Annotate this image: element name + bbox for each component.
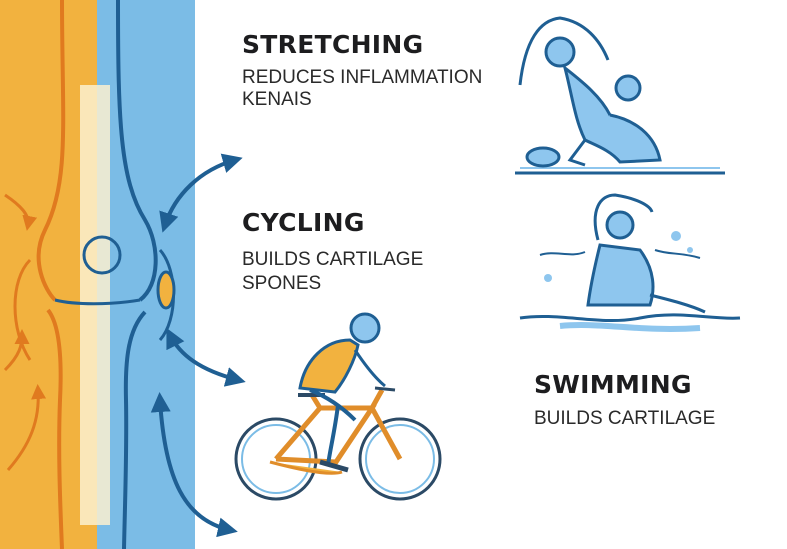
activity-line-stretching-2: KENAIS xyxy=(242,89,312,110)
activity-line-cycling-1: BUILDS CARTILAGE xyxy=(242,249,424,270)
activity-line-stretching-1: REDUCES INFLAMMATION xyxy=(242,67,483,88)
cyclist-icon xyxy=(234,312,442,501)
swimming-figure-icon xyxy=(519,193,741,332)
activity-title-swimming: SWIMMING xyxy=(534,370,692,399)
activity-title-cycling: CYCLING xyxy=(242,208,365,237)
activity-line-swimming-1: BUILDS CARTILAGE xyxy=(534,408,716,429)
activity-line-cycling-2: SPONES xyxy=(242,273,322,294)
activity-title-stretching: STRETCHING xyxy=(242,30,424,59)
knee-joint-icon xyxy=(0,0,246,549)
stretching-figure-icon xyxy=(515,16,725,175)
